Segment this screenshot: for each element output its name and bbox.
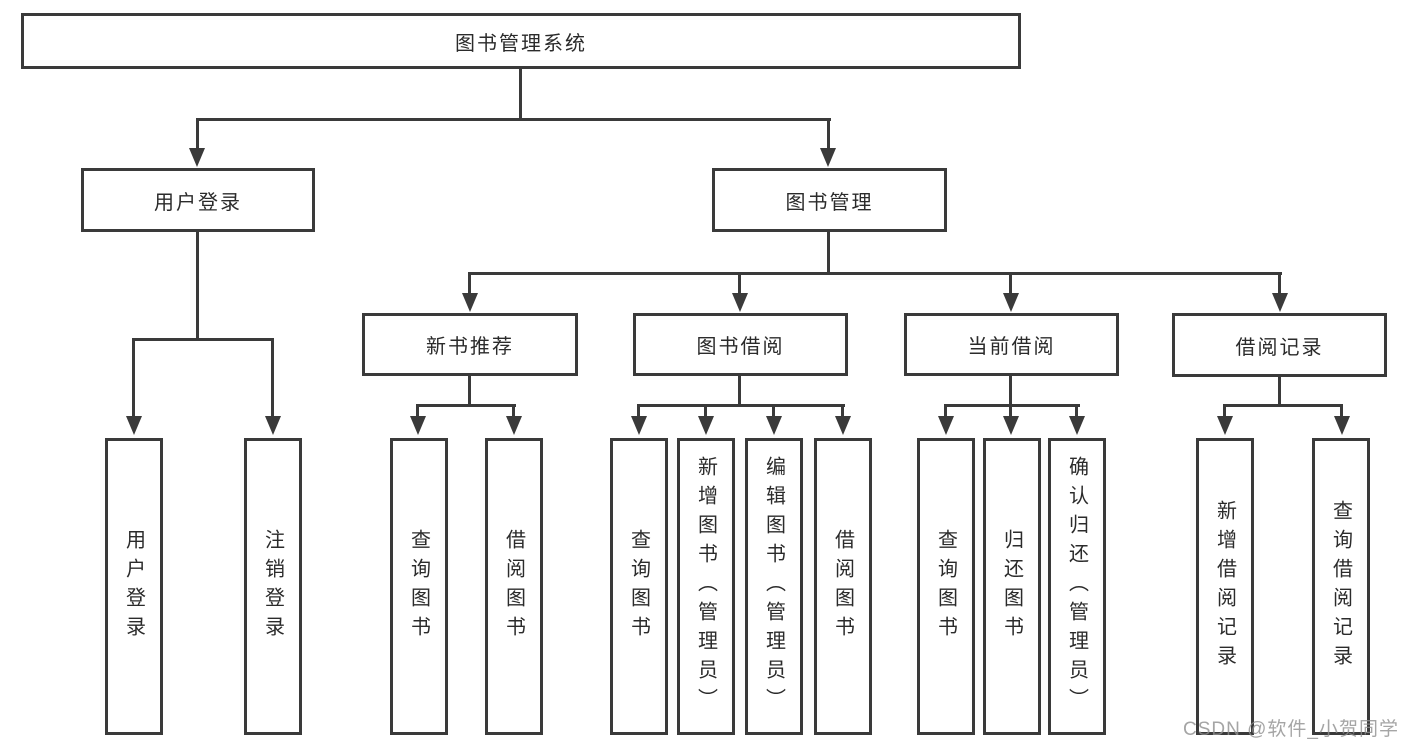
- node-label: 图书借阅: [696, 336, 785, 358]
- connector-line: [772, 404, 775, 417]
- node-leaf-query-books-recommend: 查询图书: [390, 438, 448, 735]
- node-label: 归还图书: [1000, 528, 1023, 645]
- node-label: 新书推荐: [426, 336, 514, 358]
- node-leaf-query-books-borrowing: 查询图书: [610, 438, 668, 735]
- arrow-down-icon: [506, 416, 522, 435]
- connector-line: [637, 404, 640, 417]
- node-leaf-query-books-current: 查询图书: [917, 438, 975, 735]
- arrow-down-icon: [1217, 416, 1233, 435]
- arrow-down-icon: [1069, 416, 1085, 435]
- arrow-down-icon: [410, 416, 426, 435]
- node-leaf-add-books-admin: 新增图书（管理员）: [677, 438, 735, 735]
- connector-line: [468, 375, 471, 407]
- csdn-watermark: CSDN @软件_小贺同学: [1183, 719, 1399, 740]
- connector-line: [827, 118, 830, 149]
- node-leaf-confirm-return-admin: 确认归还（管理员）: [1048, 438, 1106, 735]
- node-label: 当前借阅: [967, 336, 1056, 358]
- node-book-borrowing: 图书借阅: [633, 313, 848, 376]
- connector-line: [519, 68, 522, 118]
- node-label: 编辑图书（管理员）: [762, 456, 785, 717]
- node-label: 查询图书: [934, 528, 957, 645]
- node-label: 查询图书: [407, 528, 430, 645]
- node-leaf-return-books: 归还图书: [983, 438, 1041, 735]
- connector-line: [827, 231, 830, 274]
- node-leaf-query-borrow-record: 查询借阅记录: [1312, 438, 1370, 735]
- arrow-down-icon: [732, 293, 748, 312]
- connector-line: [944, 404, 1080, 407]
- node-label: 图书管理系统: [455, 32, 587, 55]
- connector-line: [132, 338, 135, 417]
- arrow-down-icon: [1003, 293, 1019, 312]
- arrow-down-icon: [631, 416, 647, 435]
- connector-line: [841, 404, 844, 417]
- node-label: 用户登录: [154, 191, 242, 214]
- node-label: 借阅图书: [502, 528, 525, 645]
- connector-line: [1340, 404, 1343, 417]
- arrow-down-icon: [835, 416, 851, 435]
- node-new-book-recommend: 新书推荐: [362, 313, 578, 376]
- connector-line: [271, 338, 274, 417]
- connector-line: [738, 272, 741, 294]
- node-user-login: 用户登录: [81, 168, 315, 232]
- connector-line: [1223, 404, 1343, 407]
- connector-line: [1009, 272, 1012, 294]
- arrow-down-icon: [1334, 416, 1350, 435]
- connector-line: [468, 272, 1282, 275]
- node-current-borrowing: 当前借阅: [904, 313, 1119, 376]
- node-label: 确认归还（管理员）: [1065, 456, 1088, 717]
- node-label: 查询图书: [627, 528, 650, 645]
- node-label: 图书管理: [785, 191, 874, 214]
- node-leaf-logout: 注销登录: [244, 438, 302, 735]
- connector-line: [738, 375, 741, 407]
- node-label: 注销登录: [261, 528, 284, 645]
- connector-line: [637, 404, 845, 407]
- arrow-down-icon: [462, 293, 478, 312]
- node-label: 新增借阅记录: [1213, 499, 1236, 674]
- node-label: 借阅图书: [831, 528, 854, 645]
- node-library-management-system: 图书管理系统: [21, 13, 1021, 69]
- connector-line: [132, 338, 274, 341]
- connector-line: [196, 118, 199, 149]
- node-book-management: 图书管理: [712, 168, 947, 232]
- node-leaf-add-borrow-record: 新增借阅记录: [1196, 438, 1254, 735]
- connector-line: [1009, 404, 1012, 417]
- node-label: 新增图书（管理员）: [694, 456, 717, 717]
- arrow-down-icon: [820, 148, 836, 167]
- arrow-down-icon: [1003, 416, 1019, 435]
- connector-line: [1278, 272, 1281, 294]
- connector-line: [196, 231, 199, 338]
- arrow-down-icon: [265, 416, 281, 435]
- connector-line: [704, 404, 707, 417]
- arrow-down-icon: [1272, 293, 1288, 312]
- node-leaf-user-login: 用户登录: [105, 438, 163, 735]
- arrow-down-icon: [126, 416, 142, 435]
- node-label: 用户登录: [122, 528, 145, 645]
- connector-line: [512, 404, 515, 417]
- connector-line: [1009, 375, 1012, 407]
- node-leaf-borrow-books-recommend: 借阅图书: [485, 438, 543, 735]
- arrow-down-icon: [698, 416, 714, 435]
- connector-line: [1278, 375, 1281, 407]
- node-label: 借阅记录: [1235, 336, 1324, 359]
- node-leaf-borrow-books: 借阅图书: [814, 438, 872, 735]
- arrow-down-icon: [766, 416, 782, 435]
- node-borrowing-records: 借阅记录: [1172, 313, 1387, 377]
- connector-line: [1223, 404, 1226, 417]
- connector-line: [1075, 404, 1078, 417]
- arrow-down-icon: [938, 416, 954, 435]
- node-leaf-edit-books-admin: 编辑图书（管理员）: [745, 438, 803, 735]
- node-label: 查询借阅记录: [1329, 499, 1352, 674]
- connector-line: [944, 404, 947, 417]
- arrow-down-icon: [189, 148, 205, 167]
- connector-line: [196, 118, 831, 121]
- connector-line: [416, 404, 419, 417]
- connector-line: [416, 404, 516, 407]
- connector-line: [468, 272, 471, 294]
